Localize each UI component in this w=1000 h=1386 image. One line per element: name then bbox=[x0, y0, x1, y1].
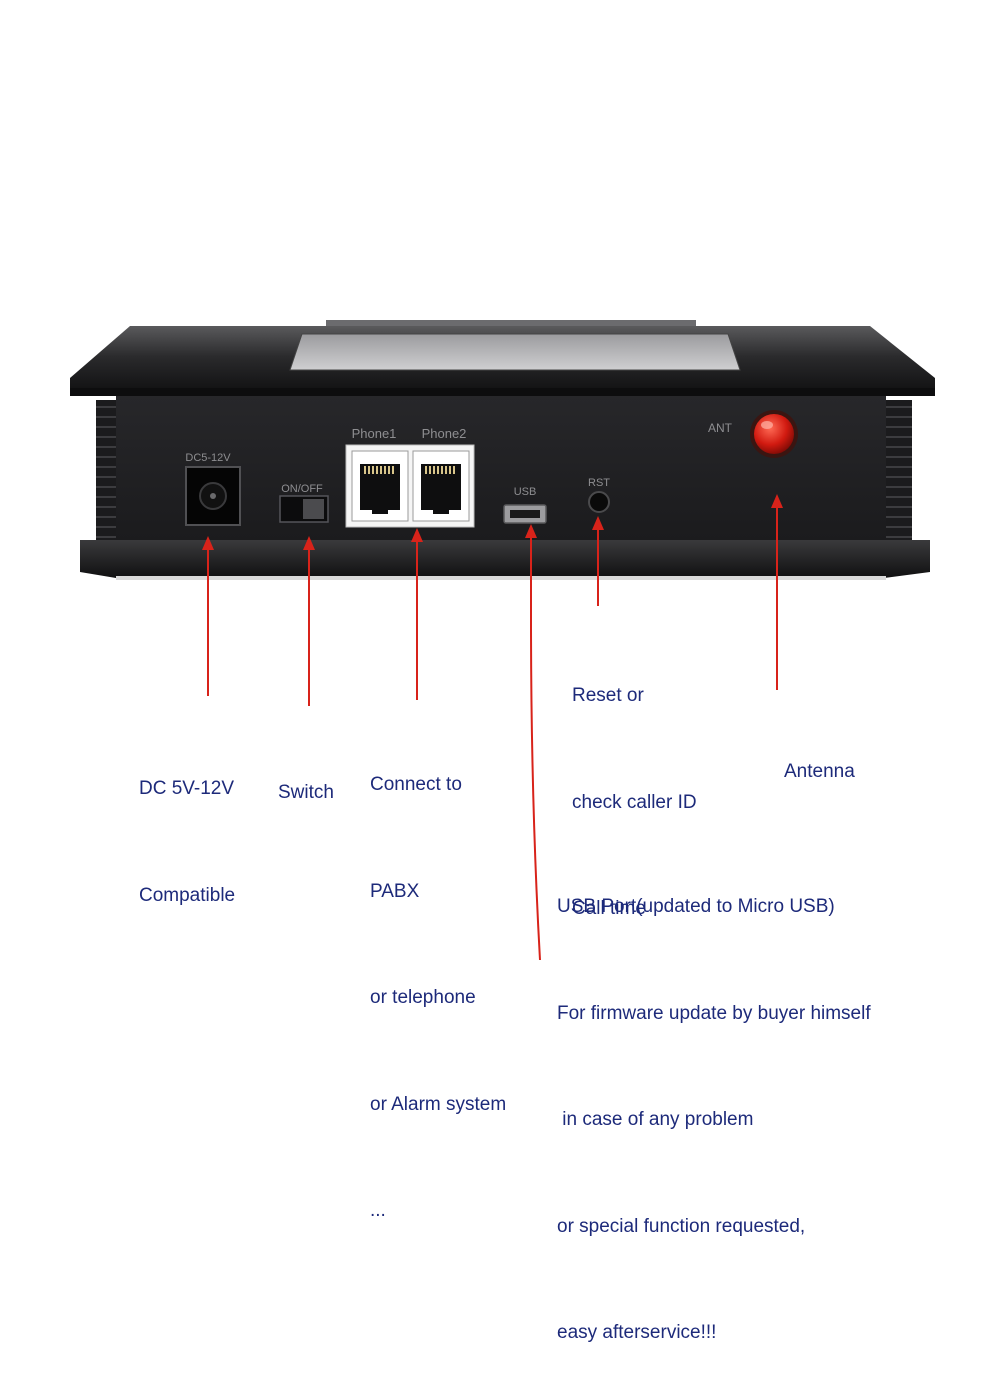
dc-panel-label: DC5-12V bbox=[185, 452, 231, 464]
phone1-panel-label: Phone1 bbox=[352, 426, 397, 441]
callout-reset-line: Reset or bbox=[572, 685, 644, 706]
right-vent bbox=[882, 400, 912, 552]
antenna-panel-label: ANT bbox=[708, 421, 733, 435]
callout-usb-line: in case of any problem bbox=[557, 1109, 754, 1130]
callout-usb-line: For firmware update by buyer himself bbox=[557, 1002, 871, 1024]
callout-dc-line: Compatible bbox=[139, 884, 236, 906]
reset-panel-label: RST bbox=[588, 477, 610, 489]
callout-reset-line: check caller ID bbox=[572, 791, 697, 813]
callout-usb: USB Port(updated to Micro USB) For firmw… bbox=[557, 818, 871, 1386]
pointer-usb bbox=[530, 534, 541, 961]
callout-phone-line: or telephone bbox=[370, 987, 476, 1008]
callout-phone: Connect to PABX or telephone or Alarm sy… bbox=[370, 696, 506, 1264]
phone2-panel-label: Phone2 bbox=[422, 426, 467, 441]
callout-reset: Reset or check caller ID Call time bbox=[572, 607, 697, 962]
device-top-window bbox=[289, 333, 741, 371]
usb-panel-label: USB bbox=[514, 486, 537, 498]
callout-antenna: Antenna bbox=[784, 683, 855, 825]
callout-switch-line: Switch bbox=[278, 782, 334, 803]
callout-phone-line: PABX bbox=[370, 880, 420, 902]
callout-usb-line: USB Port(updated to Micro USB) bbox=[557, 896, 835, 917]
callout-phone-line: ... bbox=[370, 1200, 386, 1221]
callout-phone-line: Connect to bbox=[370, 774, 462, 795]
phone-port-1 bbox=[351, 450, 409, 522]
reset-button bbox=[588, 491, 610, 513]
callout-antenna-line: Antenna bbox=[784, 761, 855, 782]
phone-port-2 bbox=[412, 450, 470, 522]
device-base bbox=[80, 540, 930, 578]
callout-dc-line: DC 5V-12V bbox=[139, 778, 235, 799]
callout-usb-line: easy afterservice!!! bbox=[557, 1322, 717, 1343]
switch-panel-label: ON/OFF bbox=[281, 483, 323, 495]
callout-dc: DC 5V-12V Compatible bbox=[139, 700, 235, 949]
device-photo: DC5-12V ON/OFF Phone1 Phone2 USB RST ANT bbox=[70, 320, 935, 961]
antenna-cap bbox=[754, 414, 794, 454]
callout-usb-line: or special function requested, bbox=[557, 1215, 806, 1237]
callout-reset-line: Call time bbox=[572, 898, 646, 919]
callout-phone-line: or Alarm system bbox=[370, 1093, 507, 1115]
callout-switch: Switch bbox=[278, 704, 334, 846]
